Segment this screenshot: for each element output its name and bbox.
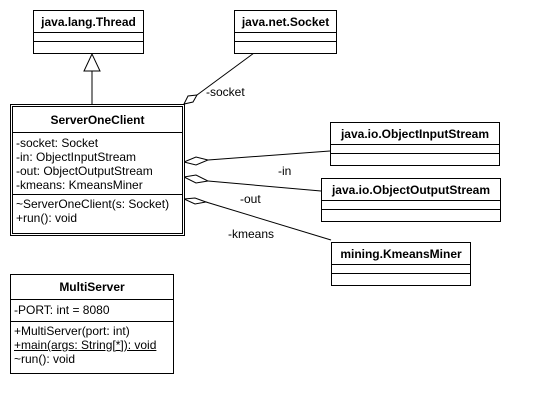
association-label-socket: -socket bbox=[206, 85, 245, 99]
method-main: +main(args: String[*]): void bbox=[14, 338, 157, 352]
attributes-section-thread bbox=[34, 33, 143, 42]
association-label-in: -in bbox=[278, 164, 292, 178]
aggregation-diamond-socket bbox=[183, 94, 198, 105]
methods-section-server-one-client: ~ServerOneClient(s: Socket) +run(): void bbox=[13, 195, 182, 227]
association-in-line bbox=[207, 150, 331, 161]
attribute-socket: -socket: Socket bbox=[16, 136, 99, 150]
attributes-section-server-one-client: -socket: Socket -in: ObjectInputStream -… bbox=[13, 133, 182, 195]
attributes-section-object-output-stream bbox=[322, 201, 500, 210]
association-out-line bbox=[207, 180, 322, 192]
method-multi-server-constructor: +MultiServer(port: int) bbox=[14, 324, 130, 338]
attribute-in: -in: ObjectInputStream bbox=[16, 150, 137, 164]
class-name-thread: java.lang.Thread bbox=[34, 11, 143, 33]
methods-section-object-input-stream bbox=[331, 154, 499, 162]
attributes-section-kmeans-miner bbox=[332, 265, 470, 274]
association-label-kmeans: -kmeans bbox=[228, 227, 275, 241]
class-box-object-input-stream[interactable]: java.io.ObjectInputStream bbox=[330, 122, 500, 166]
inheritance-arrowhead bbox=[83, 52, 101, 72]
association-kmeans-line bbox=[205, 201, 332, 241]
methods-section-socket bbox=[235, 42, 336, 50]
class-name-socket: java.net.Socket bbox=[235, 11, 336, 33]
attribute-out: -out: ObjectOutputStream bbox=[16, 164, 153, 178]
attributes-section-object-input-stream bbox=[331, 145, 499, 154]
attributes-section-multi-server: -PORT: int = 8080 bbox=[11, 300, 173, 322]
association-socket-line bbox=[196, 52, 255, 96]
method-run-multi-server: ~run(): void bbox=[14, 352, 76, 366]
methods-section-kmeans-miner bbox=[332, 274, 470, 282]
class-name-multi-server: MultiServer bbox=[11, 275, 173, 300]
class-box-server-one-client[interactable]: ServerOneClient -socket: Socket -in: Obj… bbox=[10, 104, 185, 236]
class-box-thread[interactable]: java.lang.Thread bbox=[33, 10, 144, 54]
attribute-kmeans: -kmeans: KmeansMiner bbox=[16, 178, 143, 192]
aggregation-diamond-kmeans bbox=[182, 197, 208, 205]
attributes-section-socket bbox=[235, 33, 336, 42]
method-run: +run(): void bbox=[16, 211, 78, 225]
class-name-object-input-stream: java.io.ObjectInputStream bbox=[331, 123, 499, 145]
aggregation-diamond-out bbox=[182, 174, 210, 184]
class-box-kmeans-miner[interactable]: mining.KmeansMiner bbox=[331, 242, 471, 286]
class-name-kmeans-miner: mining.KmeansMiner bbox=[332, 243, 470, 265]
method-constructor: ~ServerOneClient(s: Socket) bbox=[16, 197, 170, 211]
methods-section-object-output-stream bbox=[322, 210, 500, 218]
aggregation-diamond-in bbox=[182, 156, 210, 166]
class-name-object-output-stream: java.io.ObjectOutputStream bbox=[322, 179, 500, 201]
class-box-socket[interactable]: java.net.Socket bbox=[234, 10, 337, 54]
class-name-server-one-client: ServerOneClient bbox=[13, 107, 182, 133]
methods-section-multi-server: +MultiServer(port: int) +main(args: Stri… bbox=[11, 322, 173, 368]
class-box-object-output-stream[interactable]: java.io.ObjectOutputStream bbox=[321, 178, 501, 222]
association-label-out: -out bbox=[240, 192, 261, 206]
class-box-multi-server[interactable]: MultiServer -PORT: int = 8080 +MultiServ… bbox=[10, 274, 174, 374]
methods-section-thread bbox=[34, 42, 143, 50]
attribute-port: -PORT: int = 8080 bbox=[14, 303, 110, 317]
